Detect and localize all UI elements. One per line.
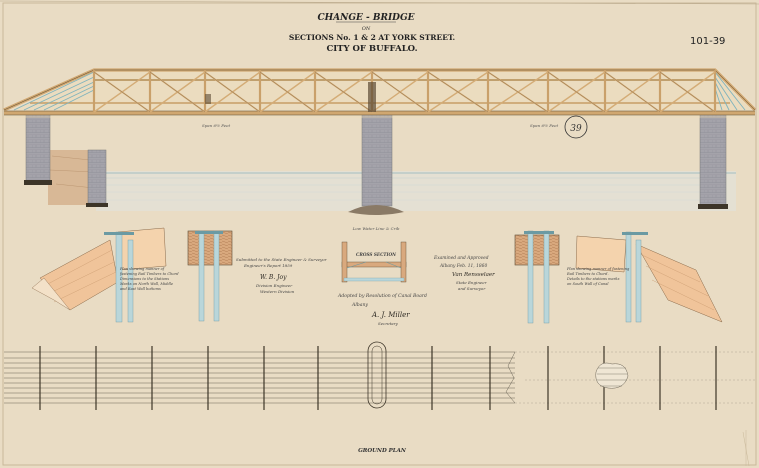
svg-text:Secretary: Secretary: [378, 321, 399, 326]
pier-rubble: [348, 205, 404, 215]
svg-text:Van Rensselaer: Van Rensselaer: [452, 272, 495, 278]
svg-text:Examined and Approved: Examined and Approved: [433, 256, 489, 261]
title-block: CHANGE - BRIDGE ON SECTIONS No. 1 & 2 AT…: [289, 13, 455, 54]
svg-text:A. J. Miller: A. J. Miller: [371, 311, 410, 319]
svg-text:State Engineer: State Engineer: [456, 280, 488, 285]
svg-text:W. B. Joy: W. B. Joy: [260, 274, 287, 281]
water-surface: [96, 171, 736, 211]
title-sections: SECTIONS No. 1 & 2 AT YORK STREET.: [289, 33, 455, 42]
left-fastening-detail: Plan showing manner of fastening Rail Ti…: [31, 227, 180, 323]
title-on: ON: [362, 26, 371, 32]
right-abutment: [699, 113, 727, 207]
left-chord-section: [187, 230, 233, 322]
examined-block: Examined and Approved Albany Feb. 11, 18…: [433, 256, 495, 291]
svg-text:Albany: Albany: [351, 302, 368, 308]
ground-plan: [4, 341, 755, 410]
truss-elevation: [3, 68, 757, 118]
svg-text:and Surveyor: and Surveyor: [458, 286, 486, 291]
left-wing-wall: [87, 149, 107, 206]
span-label-right: Span 6½ Feet: [530, 123, 559, 128]
svg-text:Engineer's Report 1859: Engineer's Report 1859: [243, 263, 293, 268]
cross-section: CROSS SECTION: [341, 241, 407, 283]
center-pier: [361, 113, 393, 207]
right-chord-section: [514, 230, 560, 324]
adopted-block: Adopted by Resolution of Canal Board Alb…: [337, 293, 427, 326]
left-note: Plan showing manner of fastening Rail Ti…: [119, 267, 180, 291]
title-city: CITY OF BUFFALO.: [326, 44, 417, 54]
right-note: Plan showing manner of fastening Rail Ti…: [566, 267, 630, 286]
svg-text:Adopted by Resolution of Canal: Adopted by Resolution of Canal Board: [337, 293, 427, 299]
left-abutment: [25, 113, 51, 183]
svg-text:39: 39: [570, 124, 582, 134]
submitted-block: Submitted to the State Engineer & Survey…: [236, 257, 328, 294]
svg-text:Submitted to the State Enginee: Submitted to the State Engineer & Survey…: [236, 257, 328, 262]
waterline-note: Low Water Line & Crib: [352, 226, 400, 231]
svg-text:Western Division: Western Division: [260, 289, 295, 294]
span-label-left: Span 6½ Feet: [202, 123, 231, 128]
cross-section-label: CROSS SECTION: [356, 252, 396, 257]
title-main: CHANGE - BRIDGE: [317, 13, 414, 23]
ground-plan-pier: [367, 341, 387, 409]
sheet-reference: 101-39: [690, 36, 725, 47]
ground-plan-label: GROUND PLAN: [358, 448, 407, 454]
svg-text:Albany Feb. 11, 1860: Albany Feb. 11, 1860: [439, 264, 487, 269]
svg-text:Division Engineer: Division Engineer: [255, 283, 293, 288]
right-fastening-detail: Plan showing manner of fastening Rail Ti…: [566, 231, 723, 323]
earth-bank: [48, 150, 96, 205]
circled-number: 39: [564, 115, 588, 139]
